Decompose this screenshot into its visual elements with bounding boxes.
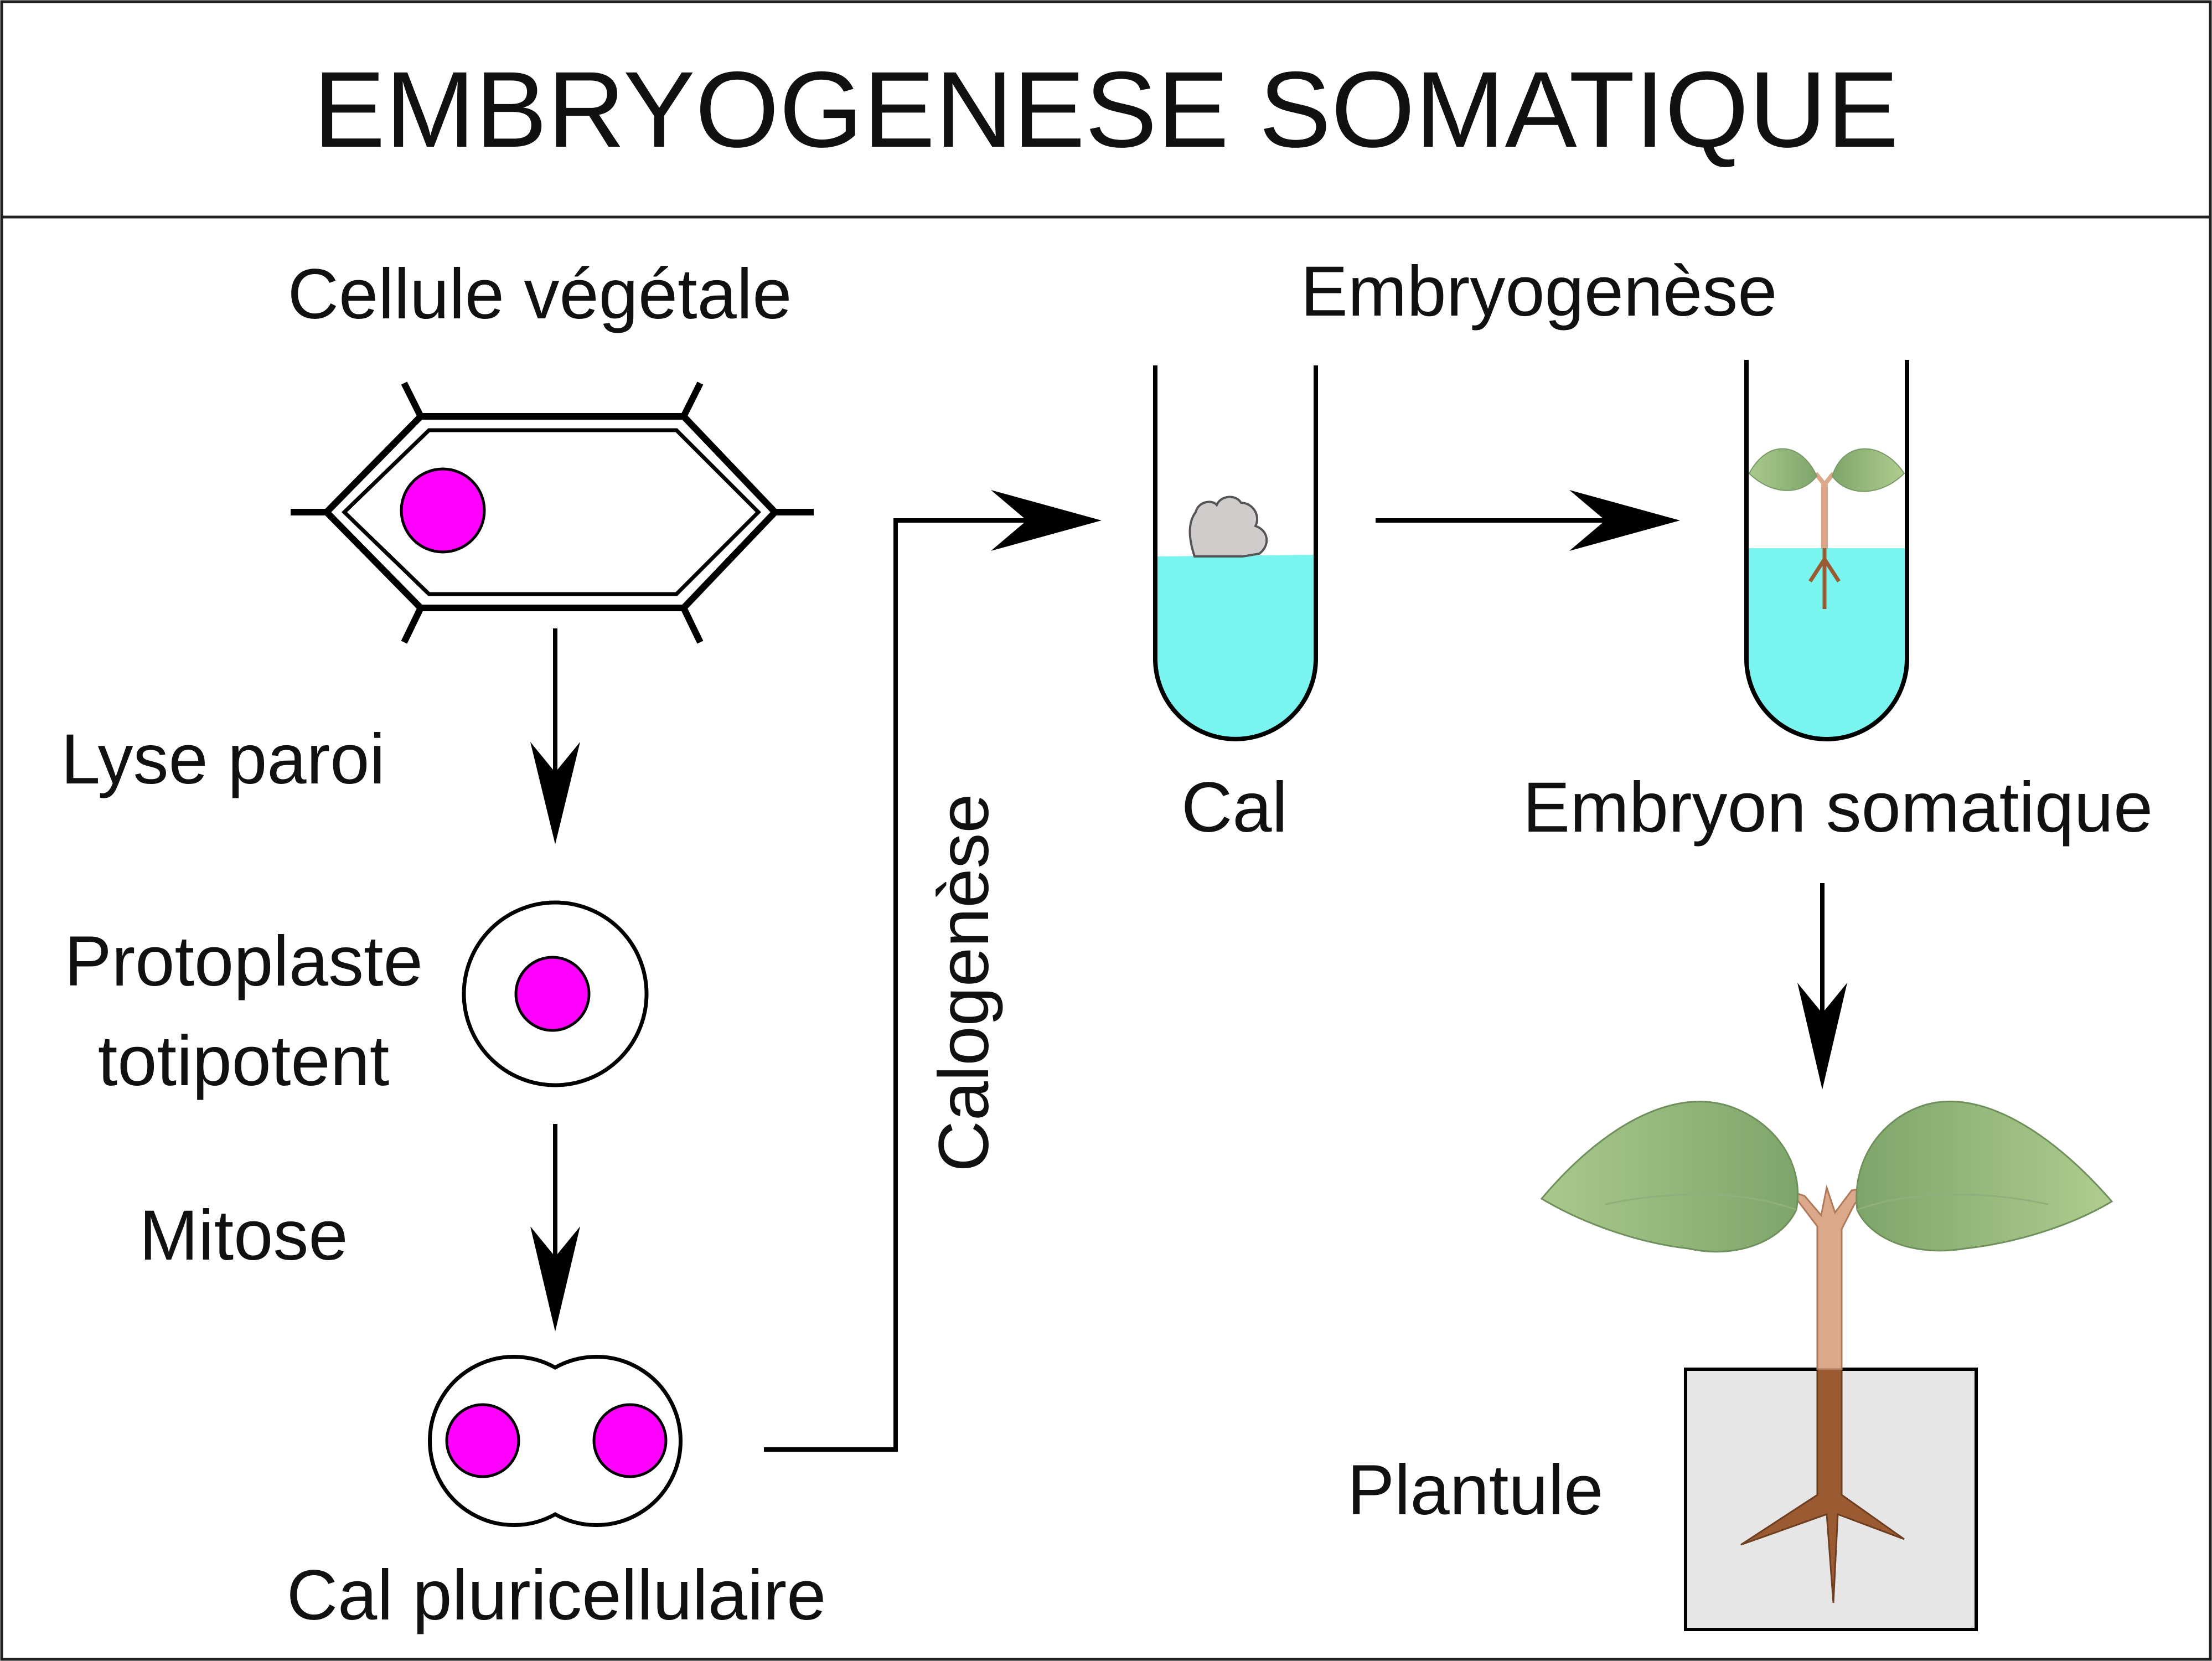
callogenesis-label: Calogenèse xyxy=(924,793,1004,1172)
nucleus-icon xyxy=(400,467,486,554)
arrow-callogenesis xyxy=(764,490,1102,1452)
callus-label: Cal xyxy=(1181,768,1288,847)
plantlet xyxy=(1540,1100,2113,1631)
protoplast-label-line1: Protoplaste xyxy=(64,922,423,1001)
leaf-icon xyxy=(1748,448,1818,491)
arrow-embryogenesis xyxy=(1376,490,1680,551)
multicellular-callus xyxy=(428,1355,683,1527)
protoplast-cell xyxy=(462,900,649,1087)
plant-cell xyxy=(291,381,814,644)
nucleus-icon xyxy=(514,956,591,1032)
wall-lysis-label: Lyse paroi xyxy=(61,720,385,799)
mitosis-label: Mitose xyxy=(139,1196,348,1275)
embryogenesis-label: Embryogenèse xyxy=(1301,252,1777,331)
plantlet-label: Plantule xyxy=(1347,1451,1604,1530)
nucleus-icon xyxy=(592,1403,668,1478)
leaf-icon xyxy=(1856,1100,2113,1252)
diagram-title: EMBRYOGENESE SOMATIQUE xyxy=(313,49,1899,170)
arrow-wall-lysis xyxy=(530,628,580,844)
somatic-embryo-label: Embryon somatique xyxy=(1523,768,2153,847)
arrow-development xyxy=(1797,883,1847,1090)
callus-icon xyxy=(1188,496,1268,558)
root-icon xyxy=(1740,1368,1905,1603)
leaf-icon xyxy=(1540,1101,1799,1253)
protoplast-label-line2: totipotent xyxy=(98,1022,390,1101)
plant-cell-label: Cellule végétale xyxy=(288,255,792,334)
embryo-tube xyxy=(1744,360,1909,741)
nucleus-icon xyxy=(445,1403,520,1478)
multicellular-callus-label: Cal pluricellulaire xyxy=(287,1556,826,1635)
arrow-mitosis xyxy=(530,1124,580,1332)
callus-tube xyxy=(1153,365,1318,741)
leaf-icon xyxy=(1831,448,1905,492)
